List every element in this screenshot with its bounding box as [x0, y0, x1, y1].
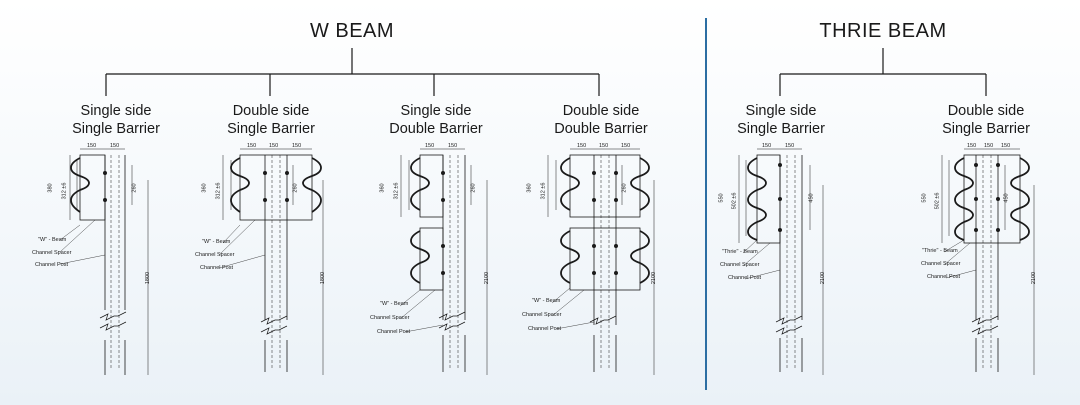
post-label: Channel Post [35, 262, 69, 268]
spacer-label: Channel Spacer [720, 262, 760, 268]
dim-top: 150 [247, 143, 257, 149]
dim-top: 150 [599, 143, 609, 149]
post-label: Channel Post [927, 274, 961, 280]
dim-height: 260 [621, 183, 628, 193]
dim-top: 150 [448, 143, 458, 149]
dim-height: 450 [1003, 193, 1010, 203]
beam-label: "W" - Beam [532, 298, 561, 304]
dim-height: 502 ±6 [731, 192, 738, 210]
beam-label: "Thrie" - Beam [722, 249, 758, 255]
dim-height: 550 [921, 193, 928, 203]
dim-top: 150 [621, 143, 631, 149]
spacer-label: Channel Spacer [370, 315, 410, 321]
dim-top: 150 [967, 143, 977, 149]
dim-height: 550 [718, 193, 725, 203]
dim-top: 150 [1001, 143, 1011, 149]
spacer-label: Channel Spacer [921, 261, 961, 267]
dim-top: 150 [269, 143, 279, 149]
dim-top: 150 [87, 143, 97, 149]
drawing-thrie-single-single: 150 150 550 502 ±6 450 2100 "Thrie" - Be… [715, 140, 845, 385]
dim-top: 150 [785, 143, 795, 149]
dim-post: 2100 [651, 271, 658, 285]
dim-post: 1800 [145, 271, 152, 285]
dim-height: 312 ±6 [215, 182, 222, 200]
post-label: Channel Post [728, 275, 762, 281]
dim-top: 150 [110, 143, 120, 149]
drawing-w-single-double: 150 150 360 312 ±6 260 2100 "W" - Beam C… [365, 140, 505, 385]
w-beam-title: W BEAM [309, 20, 395, 42]
dim-top: 150 [984, 143, 994, 149]
dim-post: 2100 [820, 271, 827, 285]
dim-height: 312 ±6 [540, 182, 547, 200]
dim-height: 360 [526, 183, 533, 193]
dim-height: 312 ±6 [393, 182, 400, 200]
dim-height: 502 ±6 [934, 192, 941, 210]
spacer-label: Channel Spacer [522, 312, 562, 318]
dim-top: 150 [577, 143, 587, 149]
section-divider [705, 18, 707, 390]
beam-label: "W" - Beam [38, 237, 67, 243]
spacer-label: Channel Spacer [32, 250, 72, 256]
dim-height: 380 [47, 183, 54, 193]
post-label: Channel Post [200, 265, 234, 271]
dim-post: 1800 [320, 271, 327, 285]
dim-height: 260 [470, 183, 477, 193]
dim-height: 360 [201, 183, 208, 193]
dim-height: 360 [379, 183, 386, 193]
dim-height: 260 [292, 183, 299, 193]
beam-label: "Thrie" - Beam [922, 248, 958, 254]
thrie-beam-title: THRIE BEAM [819, 20, 947, 42]
drawing-w-single-single: 150 150 380 312 ±6 260 1800 "W" - Beam C… [30, 140, 170, 385]
post-label: Channel Post [377, 329, 411, 335]
dim-top: 150 [292, 143, 302, 149]
dim-height: 260 [131, 183, 138, 193]
spacer-label: Channel Spacer [195, 252, 235, 258]
dim-top: 150 [762, 143, 772, 149]
beam-label: "W" - Beam [202, 239, 231, 245]
dim-post: 2100 [484, 271, 491, 285]
drawing-thrie-double-single: 150 150 150 550 502 ±6 450 2100 "Thrie" … [912, 140, 1062, 385]
drawing-w-double-double: 150 150 150 360 312 ±6 260 2100 "W" - Be… [522, 140, 672, 385]
dim-height: 450 [808, 193, 815, 203]
dim-top: 150 [425, 143, 435, 149]
dim-post: 2100 [1031, 271, 1038, 285]
post-label: Channel Post [528, 326, 562, 332]
beam-label: "W" - Beam [380, 301, 409, 307]
drawing-w-double-single: 150 150 150 360 312 ±6 260 1800 "W" - Be… [195, 140, 345, 385]
dim-height: 312 ±6 [61, 182, 68, 200]
